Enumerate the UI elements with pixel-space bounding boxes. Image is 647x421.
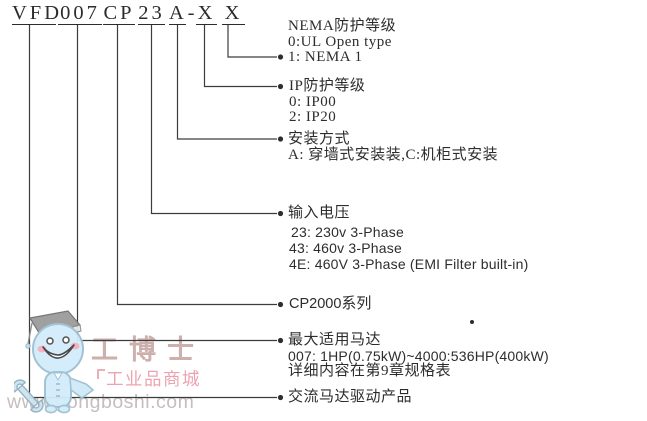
section-motor: 最大适用马达 007: 1HP(0.75kW)~4000:536HP(400kW… bbox=[288, 332, 549, 380]
stray-mark bbox=[470, 320, 474, 324]
series-suffix-text: 系列 bbox=[341, 296, 372, 312]
model-segment-vfd: VFD bbox=[12, 2, 63, 25]
model-segment-nema: X bbox=[222, 1, 245, 25]
section-product: 交流马达驱动产品 bbox=[288, 389, 413, 406]
motor-title: 最大适用马达 bbox=[288, 332, 382, 348]
model-segment-power: 007 bbox=[58, 1, 102, 25]
nema-option-0: 0:UL Open type bbox=[288, 33, 392, 50]
section-voltage-title: 输入电压 bbox=[288, 205, 351, 222]
mounting-title: 安装方式 bbox=[288, 131, 351, 147]
section-mounting: 安装方式 A: 穿墙式安装装,C:机柜式安装 bbox=[288, 131, 499, 163]
watermark-corner-mark bbox=[97, 369, 105, 379]
watermark-tagline-text: 工业品商城 bbox=[106, 369, 201, 389]
nema-option-1: 1: NEMA 1 bbox=[288, 49, 363, 65]
motor-note: 详细内容在第9章规格表 bbox=[288, 363, 452, 379]
section-series: CP2000系列 bbox=[289, 296, 372, 313]
nema-title: NEMA防护等级 bbox=[288, 18, 397, 34]
wrench-icon bbox=[14, 379, 44, 413]
motor-range: 007: 1HP(0.75kW)~4000:536HP(400kW) bbox=[288, 347, 549, 364]
voltage-option-43: 43: 460v 3-Phase bbox=[289, 240, 402, 256]
model-segment-series: CP bbox=[103, 2, 135, 25]
product-title: 交流马达驱动产品 bbox=[288, 389, 413, 405]
connector-dots bbox=[277, 54, 284, 401]
watermark-mascot bbox=[14, 310, 95, 414]
mounting-option: A: 穿墙式安装装,C:机柜式安装 bbox=[288, 146, 499, 163]
model-segment-mounting: A bbox=[169, 2, 187, 25]
model-segment-voltage: 23 bbox=[138, 2, 165, 25]
section-nema: NEMA防护等级 0:UL Open type 1: NEMA 1 bbox=[288, 18, 397, 66]
voltage-option-23: 23: 230v 3-Phase bbox=[291, 224, 404, 240]
mascot-face bbox=[32, 323, 84, 375]
section-voltage-options: 23: 230v 3-Phase 43: 460v 3-Phase 4E: 46… bbox=[289, 224, 528, 272]
voltage-option-4e: 4E: 460V 3-Phase (EMI Filter built-in) bbox=[289, 256, 529, 272]
mascot-body bbox=[44, 371, 95, 414]
model-segment-ip: X bbox=[196, 2, 217, 25]
ip-title: IP防护等级 bbox=[289, 78, 366, 94]
ip-option-2: 2: IP20 bbox=[289, 109, 337, 125]
section-ip: IP防护等级 0: IP00 2: IP20 bbox=[289, 78, 366, 126]
model-segment-dash: - bbox=[187, 2, 195, 24]
ip-option-0: 0: IP00 bbox=[289, 93, 337, 110]
series-model-text: CP2000 bbox=[289, 296, 342, 312]
voltage-title: 输入电压 bbox=[288, 205, 351, 221]
